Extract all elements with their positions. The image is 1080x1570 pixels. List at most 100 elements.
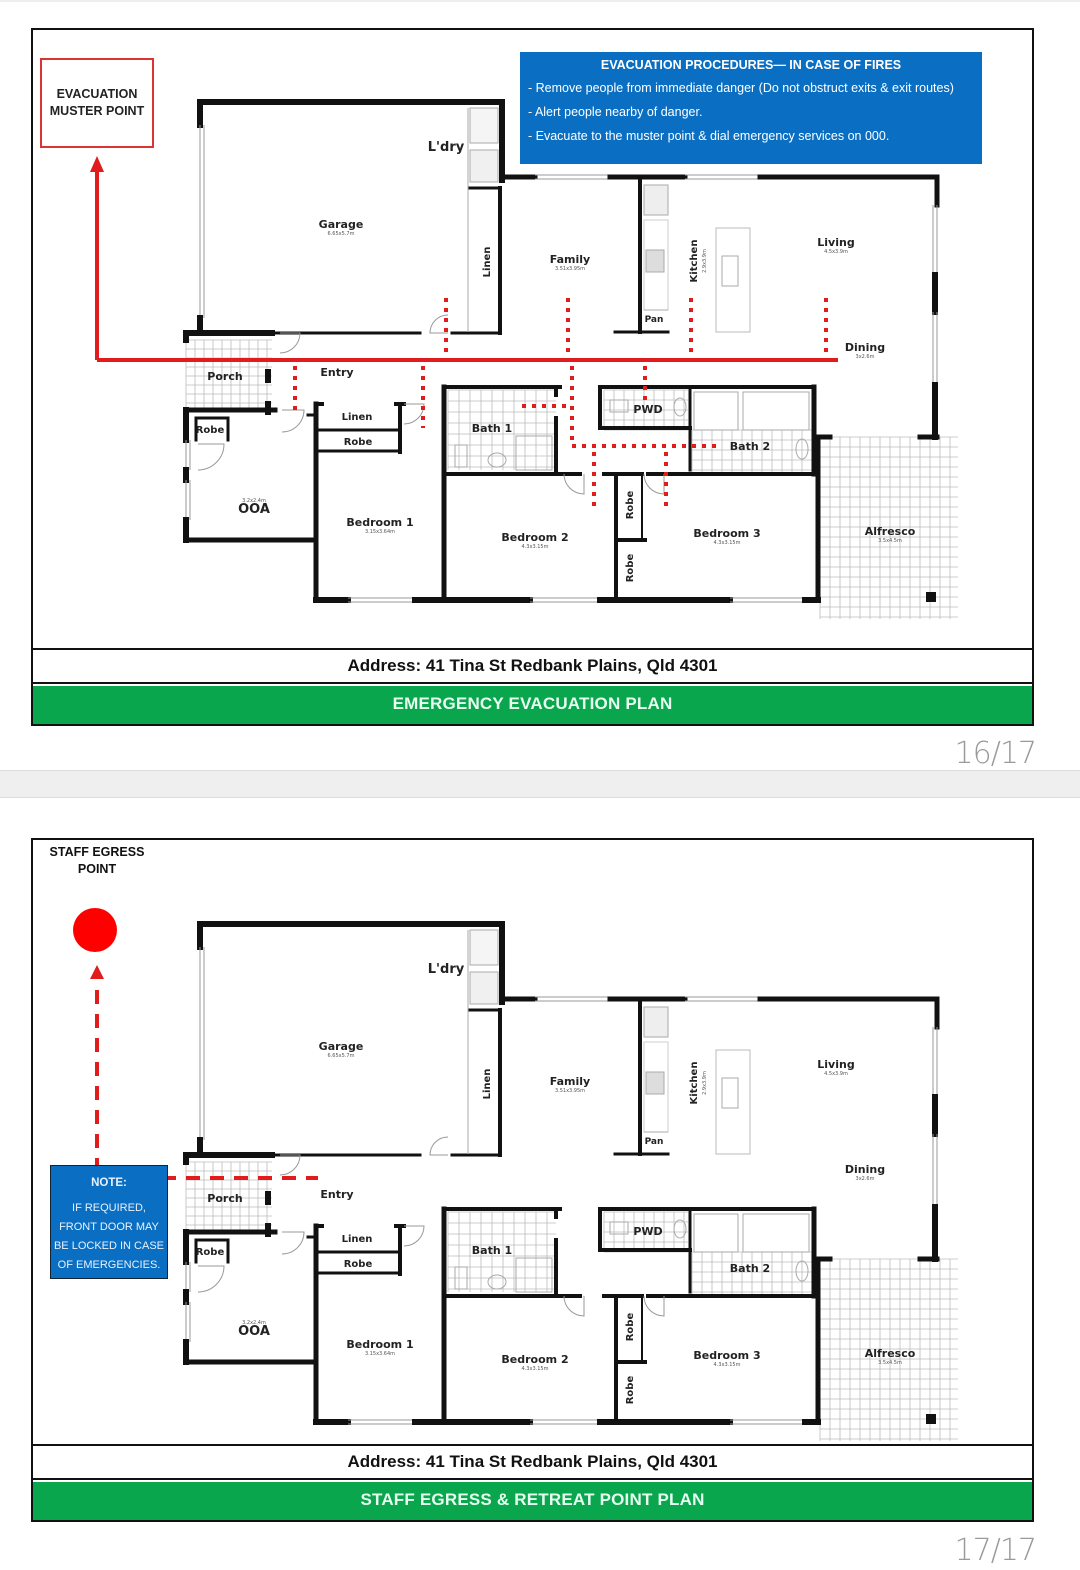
alfresco-post [926, 592, 936, 602]
pwd-basin [673, 1219, 687, 1239]
alfresco-tiles [819, 1258, 958, 1441]
room-dimension: 6.65x5.7m [328, 1053, 355, 1059]
note-line: OF EMERGENCIES. [57, 1259, 161, 1271]
bath1-tiles [447, 389, 556, 470]
room-label-bedroom1: Bedroom 1 [346, 1338, 413, 1351]
room-label-garage: Garage [319, 1040, 364, 1053]
room-label-robe-ooa: Robe [196, 1247, 225, 1258]
bath2-basin [795, 438, 809, 460]
pwd-toilet [609, 1221, 629, 1235]
bath1-toilet [454, 444, 468, 468]
room-label-linen: Linen [342, 412, 373, 423]
room-dimension: 4.5x3.9m [824, 249, 848, 255]
note-title: NOTE: [91, 1177, 127, 1189]
shower [515, 1257, 553, 1293]
laundry-tub [469, 971, 499, 1005]
door-swing [563, 473, 585, 495]
bathtub [742, 391, 810, 431]
cooktop [643, 1006, 669, 1038]
room-label-living: Living [817, 1058, 854, 1071]
door-swing [403, 403, 425, 425]
room-label-bedroom3: Bedroom 3 [693, 527, 760, 540]
door-swing [279, 1154, 301, 1176]
room-dimension: 4.3x3.15m [522, 544, 549, 550]
room-dimension: 3.2x2.4m [242, 498, 266, 504]
room-dimension: 4.5x3.9m [824, 1071, 848, 1077]
note-line: BE LOCKED IN CASE [53, 1240, 165, 1252]
room-dimension: 3.15x3.64m [365, 1351, 395, 1357]
laundry-tub [469, 149, 499, 183]
door-swing [281, 409, 305, 433]
room-label-family: Family [550, 1075, 590, 1088]
bath2-tiles [691, 1251, 813, 1294]
laundry-sink [469, 929, 499, 966]
room-label-bedroom2: Bedroom 2 [501, 531, 568, 544]
door-swing [643, 473, 665, 495]
room-dimension: 2.9x3.9m [702, 249, 708, 273]
room-dimension: 3.2x2.4m [242, 1320, 266, 1326]
room-label-bedroom2: Bedroom 2 [501, 1353, 568, 1366]
procedures-title: EVACUATION PROCEDURES— IN CASE OF FIRES [600, 58, 902, 72]
muster-point-label: EVACUATION MUSTER POINT [49, 87, 145, 118]
room-label-robe-b: Robe [625, 1376, 636, 1405]
pwd-basin [673, 397, 687, 417]
bathtub [742, 1213, 810, 1253]
address-bar: Address: 41 Tina St Redbank Plains, Qld … [33, 1444, 1032, 1480]
door-swing [197, 443, 225, 471]
door-swing [279, 332, 301, 354]
procedure-line: - Evacuate to the muster point & dial em… [528, 129, 890, 143]
room-label-living: Living [817, 236, 854, 249]
room-label-bath2: Bath 2 [730, 1262, 770, 1275]
door-swing [563, 1295, 585, 1317]
egress-arrowhead-icon [90, 965, 104, 979]
room-dimension: 6.65x5.7m [328, 231, 355, 237]
door-swing [643, 1295, 665, 1317]
pwd-toilet [609, 399, 629, 413]
room-label-bath1: Bath 1 [472, 1244, 512, 1257]
room-label-pantry: Pan [645, 315, 664, 325]
bath1-toilet [454, 1266, 468, 1290]
room-label-kitchen: Kitchen [689, 240, 700, 283]
room-label-linen: Linen [342, 1234, 373, 1245]
room-label-robe-bed1: Robe [344, 1259, 373, 1270]
bath1-basin [487, 452, 507, 468]
room-label-family: Family [550, 253, 590, 266]
door-swing [403, 1225, 425, 1247]
door-swing [281, 1231, 305, 1255]
room-label-porch: Porch [207, 1192, 242, 1205]
note-box: NOTE: IF REQUIRED, FRONT DOOR MAY BE LOC… [50, 1165, 168, 1279]
procedure-line: - Remove people from immediate danger (D… [528, 81, 954, 95]
room-dimension: 4.3x3.15m [522, 1366, 549, 1372]
room-label-pwd: PWD [633, 403, 662, 416]
room-label-linen-top: Linen [482, 1069, 493, 1100]
note-line: FRONT DOOR MAY [59, 1221, 159, 1233]
room-label-porch: Porch [207, 370, 242, 383]
kitchen-sink [721, 1077, 739, 1109]
room-label-bedroom1: Bedroom 1 [346, 516, 413, 529]
laundry-sink [469, 107, 499, 144]
room-dimension: 4.3x3.15m [714, 1362, 741, 1368]
room-label-robe-a: Robe [625, 491, 636, 520]
room-label-entry: Entry [320, 366, 353, 379]
note-line: IF REQUIRED, [72, 1202, 146, 1214]
room-dimension: 3.5x4.5m [878, 538, 902, 544]
room-dimension: 3.51x3.95m [555, 266, 585, 272]
door-swing [197, 1265, 225, 1293]
plan-title-banner: STAFF EGRESS & RETREAT POINT PLAN [33, 1482, 1032, 1520]
egress-point-marker-icon [73, 908, 117, 952]
room-dimension: 3x2.6m [856, 354, 875, 360]
plan-title-banner: EMERGENCY EVACUATION PLAN [33, 686, 1032, 724]
room-label-robe-b: Robe [625, 554, 636, 583]
oven [645, 1071, 665, 1095]
room-label-garage: Garage [319, 218, 364, 231]
kitchen-island [715, 227, 751, 333]
room-label-bath1: Bath 1 [472, 422, 512, 435]
page-separator [0, 770, 1080, 798]
room-label-ooa: OOA [238, 502, 270, 517]
oven [645, 249, 665, 273]
door-swing [429, 1136, 449, 1156]
